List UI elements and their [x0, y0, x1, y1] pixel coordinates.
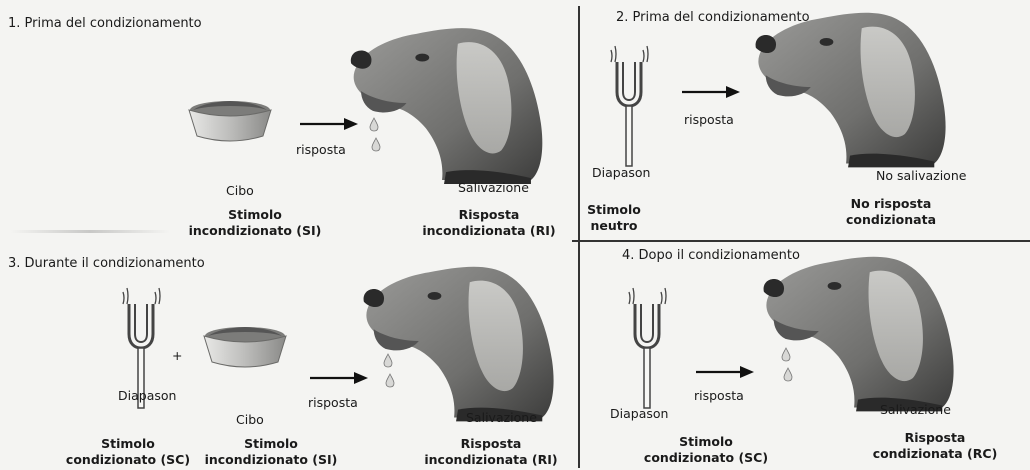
- dog-head-icon: [752, 8, 948, 168]
- saliva-drops-icon: [782, 348, 794, 382]
- stimulus-label: Diapason: [592, 165, 650, 180]
- response-label: Salivazione: [880, 402, 951, 417]
- food-bowl-icon: [185, 100, 275, 146]
- dog-head-icon: [360, 262, 556, 422]
- food-bowl-icon: [200, 326, 290, 372]
- arrow-label: risposta: [684, 112, 734, 127]
- arrow-label: risposta: [296, 142, 346, 157]
- stimulus-label: Diapason: [118, 388, 176, 403]
- arrow-label: risposta: [308, 395, 358, 410]
- tuning-fork-icon: [606, 40, 652, 168]
- panel-before-conditioning-food: 1. Prima del condizionamento risposta Ci…: [0, 0, 578, 240]
- plus-sign: +: [172, 348, 182, 363]
- dog-head-icon: [346, 24, 546, 184]
- response-label: No salivazione: [876, 168, 966, 183]
- response-label: Salivazione: [458, 180, 529, 195]
- stimulus-label: Cibo: [226, 183, 254, 198]
- panel-title: 3. Durante il condizionamento: [8, 256, 205, 271]
- arrow-right-icon: [682, 86, 742, 98]
- dog-head-icon: [760, 252, 956, 412]
- response-label: Salivazione: [466, 410, 537, 425]
- arrow-right-icon: [696, 366, 756, 378]
- arrow-label: risposta: [694, 388, 744, 403]
- panel-title: 1. Prima del condizionamento: [8, 16, 202, 31]
- panel-before-conditioning-neutral: 2. Prima del condizionamento risposta Di…: [580, 0, 1030, 240]
- panel-after-conditioning: 4. Dopo il condizionamento risposta Diap…: [580, 242, 1030, 470]
- stimulus2-label: Cibo: [236, 412, 264, 427]
- panel-during-conditioning: 3. Durante il condizionamento + risposta…: [0, 242, 578, 470]
- saliva-drops-icon: [384, 354, 396, 388]
- tuning-fork-icon: [624, 282, 670, 410]
- stimulus-label: Diapason: [610, 406, 668, 421]
- saliva-drops-icon: [370, 118, 382, 152]
